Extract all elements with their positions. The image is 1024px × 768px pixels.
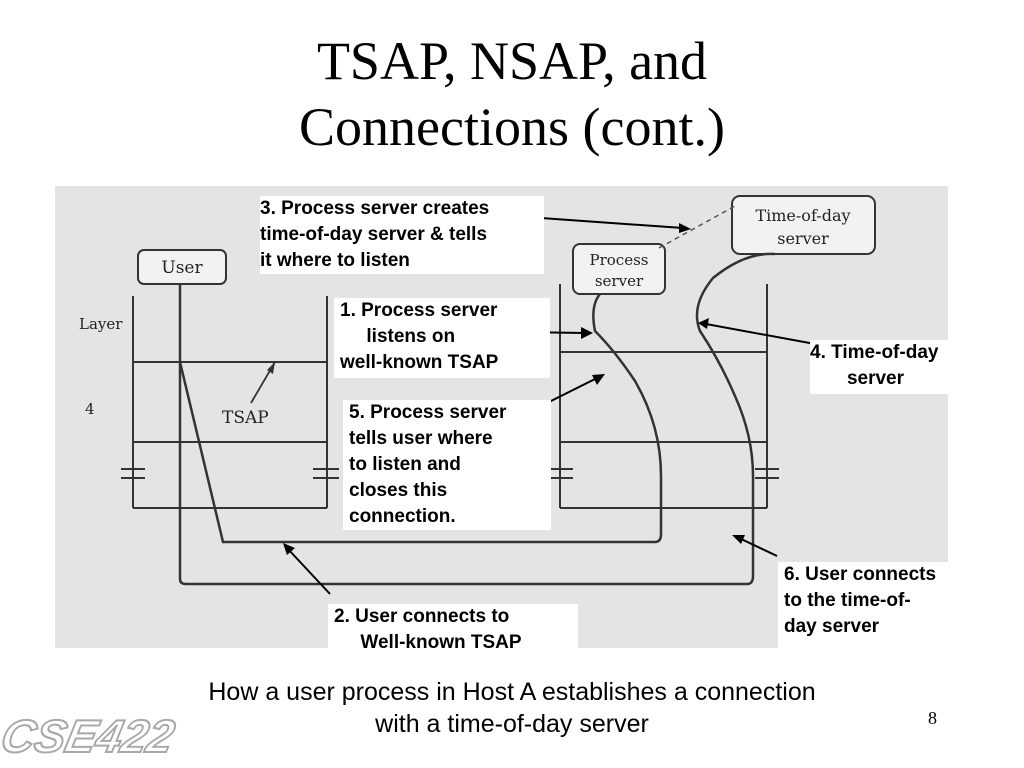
- process-server-box: [572, 243, 666, 295]
- callout-step4: 4. Time-of-day server: [810, 340, 970, 394]
- tsap-label: TSAP: [222, 408, 269, 428]
- figure-caption: How a user process in Host A establishes…: [0, 676, 1024, 740]
- connection-diagram: User Process server Time-of-day server L…: [55, 186, 970, 653]
- caption-line-2: with a time-of-day server: [375, 710, 649, 738]
- layer-label: Layer: [79, 315, 123, 333]
- callout-step3: 3. Process server creates time-of-day se…: [260, 196, 544, 274]
- host-a: [121, 296, 339, 509]
- arrow-step2: [287, 548, 331, 595]
- arrow-step5-head: [592, 374, 605, 385]
- user-to-time-of-day-connection: [178, 252, 776, 586]
- caption-line-1: How a user process in Host A establishes…: [208, 678, 816, 706]
- callout-step5: 5. Process server tells user where to li…: [343, 400, 551, 530]
- user-to-process-server-connection: [178, 293, 663, 544]
- arrow-step4: [705, 323, 816, 345]
- callout-step1: 1. Process server listens on well-known …: [334, 298, 550, 378]
- arrow-step6: [738, 537, 778, 557]
- user-process-label: User: [161, 258, 203, 278]
- spawn-link: [658, 205, 736, 249]
- title-line-1: TSAP, NSAP, and: [316, 31, 708, 91]
- callout-step2: 2. User connects to Well-known TSAP: [328, 604, 578, 653]
- callout-arrows: [283, 217, 816, 595]
- process-server-label-line2: server: [595, 272, 644, 290]
- tsap-pointer-head: [267, 362, 275, 374]
- logo-text: CSE422: [0, 710, 179, 761]
- arrow-step1-head: [581, 327, 593, 339]
- title-line-2: Connections (cont.): [299, 97, 725, 157]
- page-number: 8: [928, 708, 937, 728]
- user-process-box: [137, 249, 227, 285]
- time-of-day-label-line2: server: [777, 229, 829, 248]
- arrow-step2-head: [283, 543, 295, 555]
- process-server-label-line1: Process: [590, 251, 649, 269]
- arrow-step4-head: [698, 318, 709, 329]
- layer-number: 4: [85, 400, 95, 418]
- slide-title: TSAP, NSAP, and Connections (cont.): [0, 28, 1024, 160]
- course-logo: CSE422: [0, 709, 180, 762]
- arrow-step3-head: [679, 223, 691, 233]
- arrow-step6-head: [732, 535, 745, 544]
- callout-step6: 6. User connects to the time-of- day ser…: [778, 562, 954, 648]
- arrow-step3: [540, 217, 684, 229]
- time-of-day-server-box: [731, 195, 876, 255]
- time-of-day-label-line1: Time-of-day: [755, 206, 850, 225]
